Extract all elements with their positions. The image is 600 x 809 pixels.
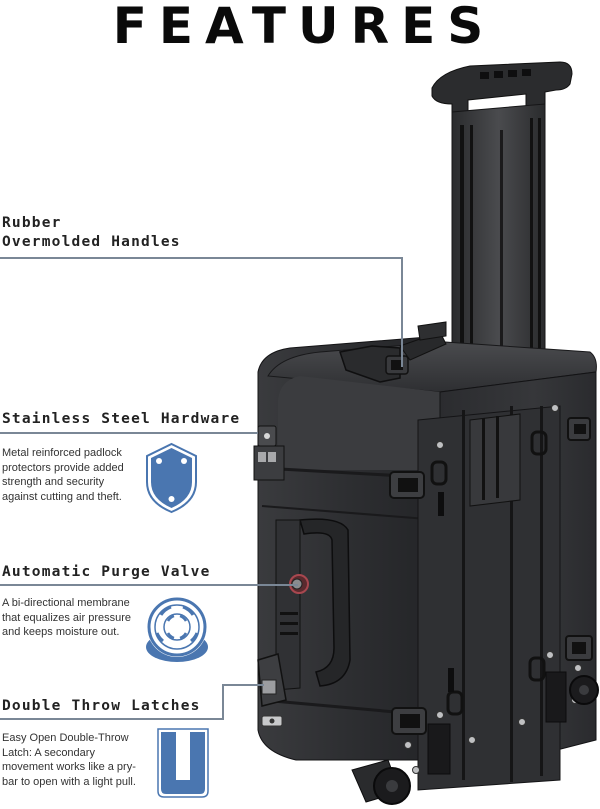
connector-line-handles-vertical: [401, 257, 403, 367]
connector-line-latches-top: [222, 684, 264, 686]
connector-line-latches-vertical: [222, 684, 224, 720]
feature-desc-latches: Easy Open Double-Throw Latch: A secondar…: [2, 732, 136, 788]
feature-heading-latches: Double Throw Latches: [2, 698, 201, 714]
connector-line-latches-bottom: [0, 718, 224, 720]
rolling-case-image: [253, 61, 599, 805]
shield-icon: [146, 442, 197, 514]
connector-line-hardware: [0, 432, 258, 434]
feature-heading-line2: Overmolded Handles: [2, 234, 181, 250]
feature-heading-hardware: Stainless Steel Hardware: [2, 411, 241, 427]
connector-line-handles-horizontal: [0, 257, 403, 259]
feature-heading-line1: Rubber: [2, 215, 62, 231]
page-title: FEATURES: [112, 0, 496, 55]
feature-desc-purge-valve: A bi-directional membrane that equalizes…: [2, 597, 132, 638]
connector-line-purge-valve: [0, 584, 298, 586]
latch-icon: [157, 728, 209, 798]
feature-desc-hardware: Metal reinforced padlock protectors prov…: [2, 447, 124, 503]
feature-heading-handles: Rubber Overmolded Handles: [2, 214, 181, 252]
purge-valve-icon: [146, 597, 208, 662]
feature-heading-purge-valve: Automatic Purge Valve: [2, 564, 211, 580]
